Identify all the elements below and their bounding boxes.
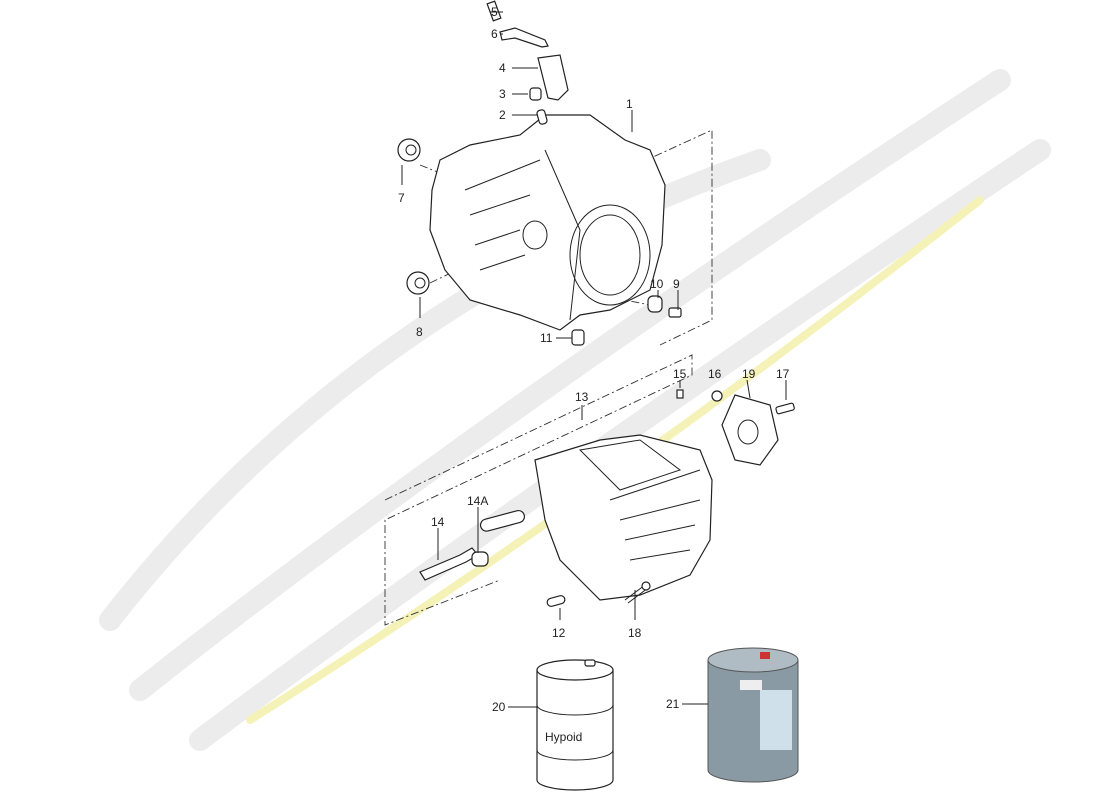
callout-5: 5 <box>491 5 498 19</box>
callout-17: 17 <box>776 367 790 381</box>
callout-4: 4 <box>499 61 506 75</box>
callout-18: 18 <box>628 626 642 640</box>
callout-20: 20 <box>492 700 506 714</box>
callout-6: 6 <box>491 27 498 41</box>
callout-21: 21 <box>666 697 680 711</box>
small-parts-top <box>397 0 682 346</box>
assembly-frame-upper <box>639 129 713 346</box>
callout-14A: 14A <box>467 494 488 508</box>
oil-canister <box>707 647 799 783</box>
callout-16: 16 <box>708 367 722 381</box>
callout-9: 9 <box>673 277 680 291</box>
callout-8: 8 <box>416 325 423 339</box>
gearbox-case <box>419 389 795 607</box>
callout-13: 13 <box>575 390 589 404</box>
callout-15: 15 <box>673 367 687 381</box>
callout-1: 1 <box>626 97 633 111</box>
callout-14: 14 <box>431 515 445 529</box>
callout-12: 12 <box>552 626 566 640</box>
callout-7: 7 <box>398 191 405 205</box>
oil-drum-hypoid: Hypoid <box>536 659 614 791</box>
drum-label: Hypoid <box>545 730 582 744</box>
watermark-logo <box>99 69 1051 751</box>
assembly-frame-lower <box>384 354 693 626</box>
leader-lines <box>401 11 787 708</box>
callout-3: 3 <box>499 87 506 101</box>
transmission-housing <box>429 114 666 331</box>
callout-19: 19 <box>742 367 756 381</box>
callout-labels: 1 2 3 4 5 6 7 8 9 10 11 12 13 14 14A 15 … <box>398 5 790 714</box>
callout-11: 11 <box>540 331 553 345</box>
callout-10: 10 <box>650 277 664 291</box>
callout-2: 2 <box>499 108 506 122</box>
